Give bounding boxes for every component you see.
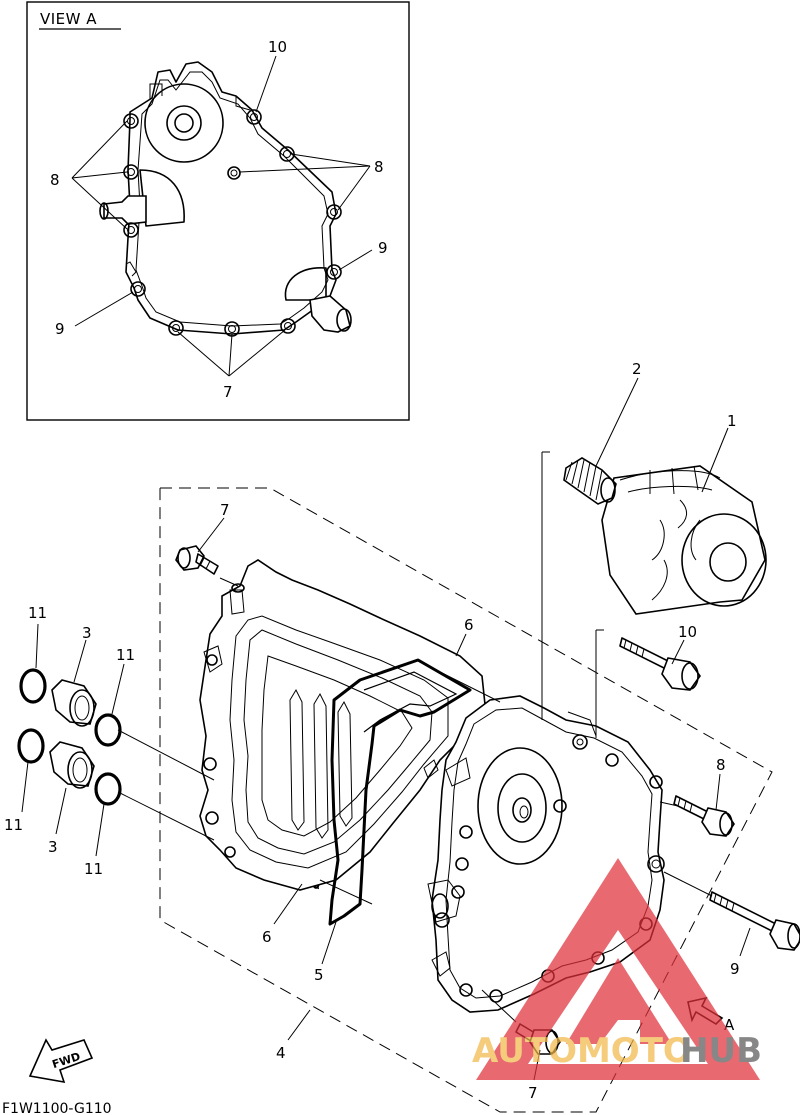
view-a-inset: VIEW A [26,1,410,421]
view-callout-9-right: 9 [378,239,388,257]
o-ring-top-right [94,713,122,747]
diagram-code: F1W1100-G110 [2,1101,112,1115]
union-bolt [563,457,617,505]
callout-5: 5 [314,966,324,984]
crankcase-cover-left [199,559,487,891]
bolt-10 [619,637,701,691]
view-a-frame [26,1,410,421]
view-callout-7: 7 [223,383,233,401]
view-a-title: VIEW A [40,10,97,28]
callout-7-bottom: 7 [528,1084,538,1102]
callout-11-b: 11 [116,646,135,664]
watermark-text-automoto: AUTOMOTO [472,1031,692,1071]
callout-10: 10 [678,623,697,641]
callout-6-top: 6 [464,616,474,634]
gasket-5 [328,658,472,926]
callout-6-bottom: 6 [262,928,272,946]
callout-labels: 1 2 7 6 10 11 3 11 8 11 3 11 6 9 5 4 A 7 [4,360,740,1102]
callout-11-d: 11 [84,860,103,878]
pipe-top [51,679,97,727]
callout-2: 2 [632,360,642,378]
leader-lines [21,377,751,1081]
fwd-arrow: FWD [28,1038,94,1084]
view-callout-8-right: 8 [374,158,384,176]
callout-11-a: 11 [28,604,47,622]
callout-9: 9 [730,960,740,978]
watermark-text-hub: HUB [680,1031,762,1071]
callout-3-a: 3 [82,624,92,642]
view-callout-8-left: 8 [50,171,60,189]
callout-4: 4 [276,1044,286,1062]
callout-11-c: 11 [4,816,23,834]
bolt-7-top [175,545,219,575]
oil-filter-cover [427,695,665,1013]
watermark-triangle [476,858,760,1080]
callout-8: 8 [716,756,726,774]
view-callout-10: 10 [268,38,287,56]
view-callout-9-left: 9 [55,320,65,338]
assembly-boundary-dashed [159,487,773,1113]
callout-7-top: 7 [220,501,230,519]
o-ring-bottom-right [94,772,122,806]
bolt-8 [673,795,735,837]
callout-A: A [724,1016,735,1034]
watermark-inner-mark [566,958,672,1044]
callout-1: 1 [727,412,737,430]
oil-filter [601,465,767,615]
watermark: AUTOMOTO HUB [472,858,762,1080]
view-a-leaders [71,55,373,377]
callout-3-b: 3 [48,838,58,856]
bolt-9 [709,891,800,951]
o-ring-bottom-left [17,728,45,764]
o-ring-top-left [19,668,47,704]
pipe-bottom [49,741,95,789]
